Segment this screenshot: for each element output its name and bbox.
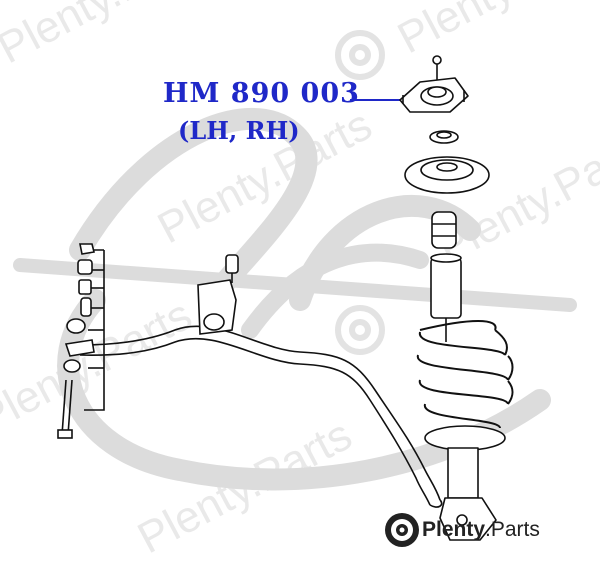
strut-assembly <box>399 55 514 541</box>
stabilizer-bar <box>79 325 443 508</box>
strut-mount <box>399 55 469 113</box>
stabilizer-bushing <box>197 254 239 335</box>
brand-name: Plenty.Parts <box>422 518 540 541</box>
link-hardware <box>57 243 105 439</box>
part-sides-label: (LH, RH) <box>178 116 300 145</box>
bump-stop <box>431 211 457 249</box>
coil-spring <box>416 320 514 429</box>
brake-disc-icon <box>385 513 419 547</box>
lower-spring-seat <box>424 425 506 451</box>
brand-mark[interactable]: Plenty.Parts <box>422 512 540 548</box>
dust-boot <box>430 253 462 342</box>
watermark-disc-icon <box>335 30 385 355</box>
upper-spring-seat <box>404 156 490 194</box>
part-number-label: HM 890 003 <box>163 78 360 109</box>
strut-body <box>439 447 497 541</box>
